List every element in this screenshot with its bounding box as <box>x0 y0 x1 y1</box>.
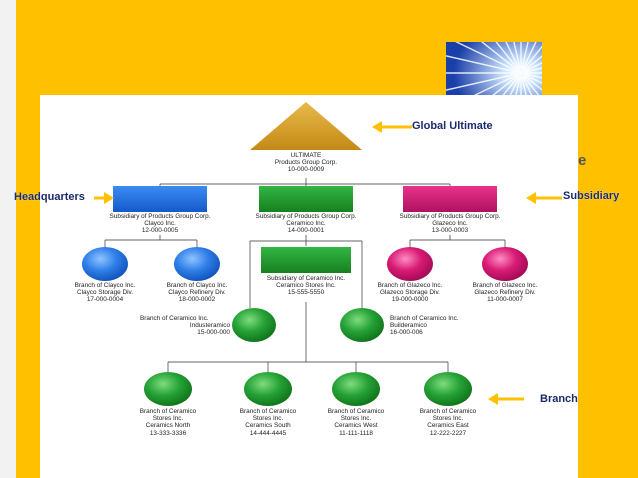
clayco-refinery-text: Branch of Clayco Inc.Clayco Refinery Div… <box>166 282 228 304</box>
diagram-panel <box>40 95 578 478</box>
global-ultimate-label: Global Ultimate <box>412 120 493 132</box>
ultimate-triangle <box>250 102 362 150</box>
glazeco-storage-text: Branch of Glazeco Inc.Glazeco Storage Di… <box>377 282 443 304</box>
subsidiary-arrow-icon <box>526 192 562 204</box>
global-ultimate-arrow-icon <box>372 121 412 133</box>
clayco-hq-rect <box>113 186 207 212</box>
logo-ray <box>523 74 542 91</box>
builderamico-circle <box>340 308 384 342</box>
logo-ray <box>521 42 529 70</box>
branch-arrow-icon <box>488 393 524 405</box>
logo-ray <box>522 42 537 70</box>
glazeco-refinery-circle <box>482 247 528 281</box>
clayco-storage-text: Branch of Clayco Inc.Clayco Storage Div.… <box>74 282 136 304</box>
left-margin-strip <box>0 0 16 478</box>
ceramico-stores-text: Subsidiary of Ceramico Inc.Ceramico Stor… <box>266 275 346 297</box>
glazeco-refinery-text: Branch of Glazeco Inc.Glazeco Refinery D… <box>472 282 538 304</box>
clayco-storage-circle <box>82 247 128 281</box>
logo-ray <box>524 62 542 72</box>
clayco-refinery-circle <box>174 247 220 281</box>
logo-ray <box>446 73 518 91</box>
logo-ray <box>513 42 521 70</box>
logo-ray <box>510 76 521 116</box>
logo-ray <box>522 75 542 101</box>
logo-ray <box>524 67 542 73</box>
ceramics-west-circle <box>332 372 380 406</box>
ceramics-south-circle <box>244 372 292 406</box>
logo-ray <box>524 73 542 79</box>
logo-ray <box>505 42 520 70</box>
glazeco-hq-rect <box>403 186 497 212</box>
logo-ray <box>522 45 542 71</box>
ceramico-stores-rect <box>261 247 351 273</box>
logo-ray <box>495 42 520 71</box>
logo-ray <box>521 76 532 116</box>
connector-lines <box>104 178 506 372</box>
branch-label: Branch <box>540 393 578 405</box>
ceramico-hq-rect <box>259 186 353 212</box>
headquarters-arrow-icon <box>94 192 114 204</box>
ceramics-east-circle <box>424 372 472 406</box>
ceramico-hq-text: Subsidiary of Products Group Corp.Cerami… <box>255 213 357 235</box>
glazeco-storage-circle <box>387 247 433 281</box>
ceramics-north-circle <box>144 372 192 406</box>
logo-ray <box>446 55 518 73</box>
logo-ray <box>524 74 542 84</box>
logo-ray <box>455 42 518 72</box>
cut-off-title-letter: e <box>578 152 587 169</box>
subsidiary-label: Subsidiary <box>563 190 620 202</box>
logo-ray <box>481 42 519 72</box>
headquarters-label: Headquarters <box>14 191 85 203</box>
logo-ray <box>523 55 542 72</box>
glazeco-hq-text: Subsidiary of Products Group Corp.Glazec… <box>399 213 501 235</box>
clayco-hq-text: Subsidiary of Products Group Corp.Clayco… <box>109 213 211 235</box>
industeramico-circle <box>232 308 276 342</box>
